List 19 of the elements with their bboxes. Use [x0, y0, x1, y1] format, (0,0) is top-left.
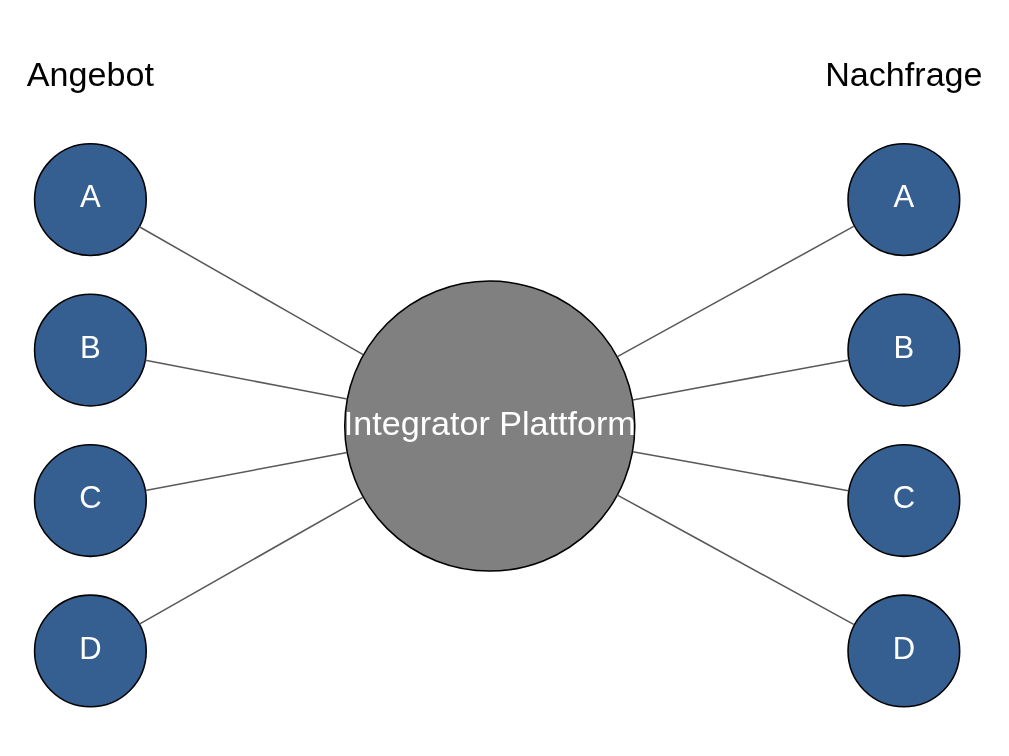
label: Nachfrage: [825, 54, 983, 93]
connector: [616, 225, 855, 358]
connector: [616, 494, 855, 626]
node-circle: Integrator Plattform: [343, 280, 636, 572]
connector: [144, 451, 348, 492]
node-circle: A: [33, 143, 147, 257]
connector: [632, 450, 850, 492]
node-circle: B: [33, 293, 147, 407]
connector: [632, 359, 850, 401]
node-circle: A: [847, 143, 961, 257]
connector: [138, 225, 364, 356]
connector: [144, 359, 348, 400]
label: Angebot: [26, 54, 154, 93]
node-circle: D: [847, 594, 961, 708]
node-circle: B: [847, 293, 961, 407]
connector: [138, 496, 364, 625]
node-circle: D: [33, 594, 147, 708]
node-circle: C: [847, 443, 961, 558]
node-circle: C: [33, 443, 147, 558]
